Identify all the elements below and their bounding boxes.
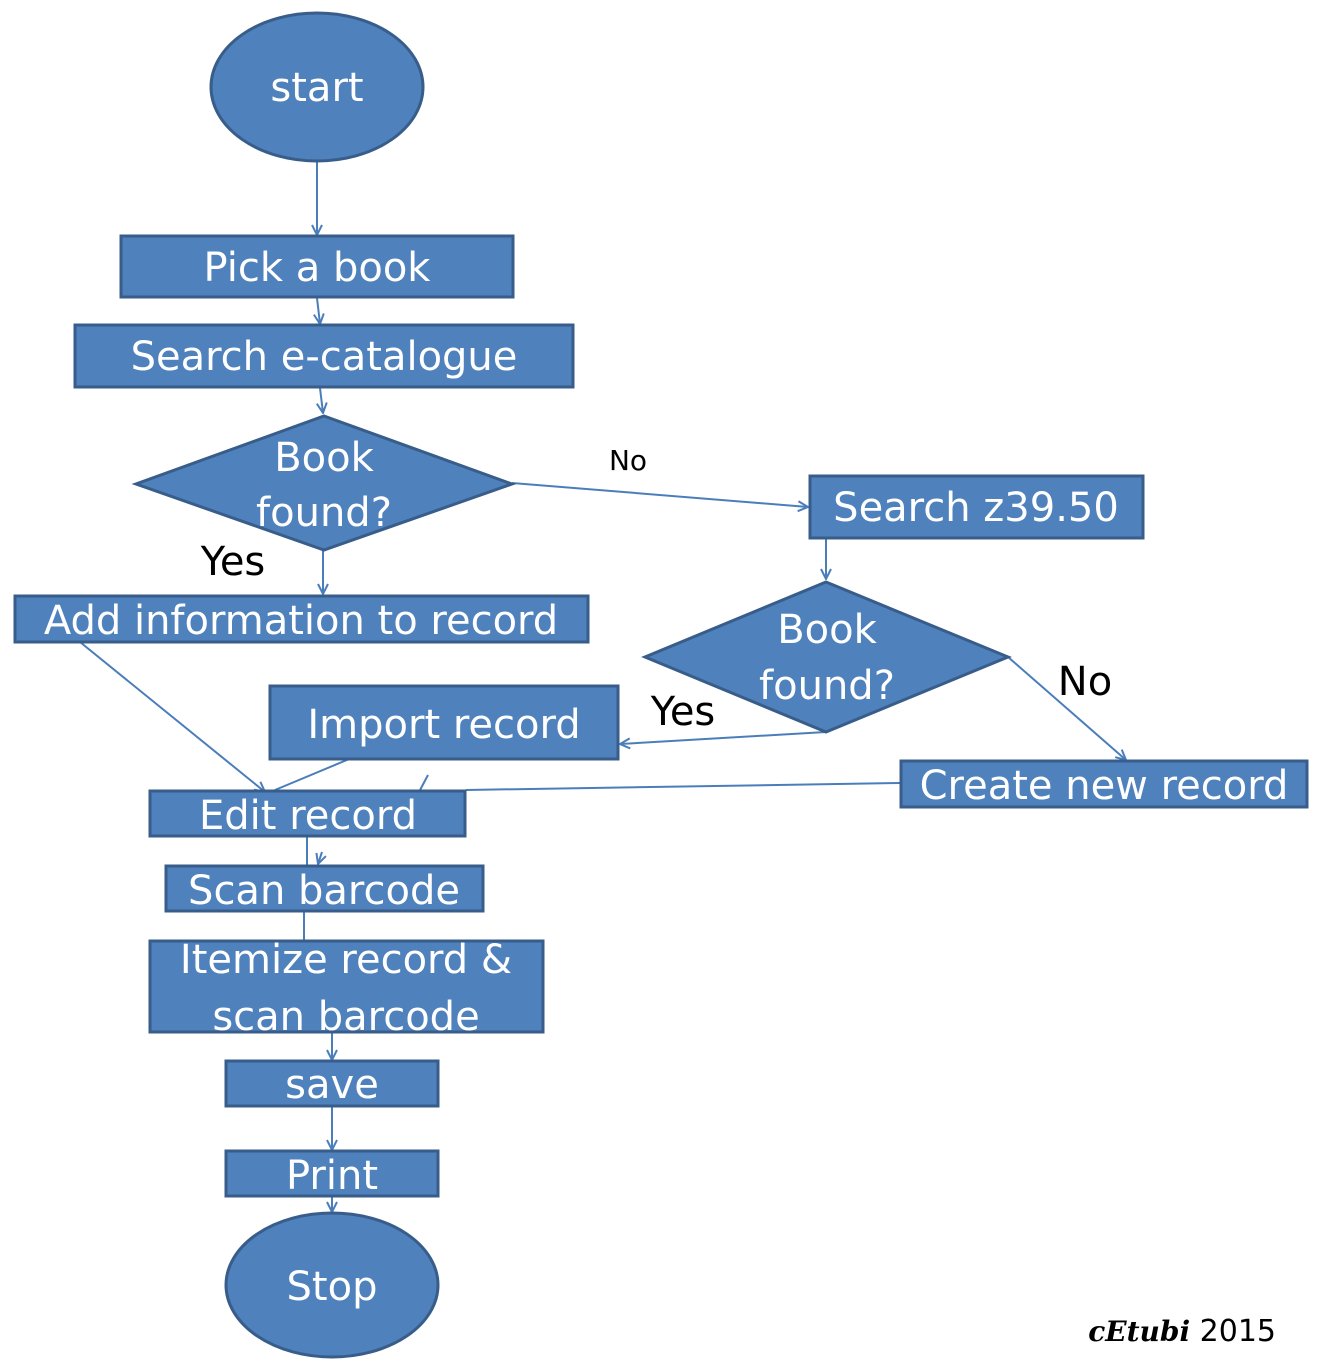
decision-2-no-label: No <box>1058 659 1112 705</box>
scan-barcode-process <box>164 864 485 913</box>
search-ecatalogue-label: Search e-catalogue <box>131 334 518 380</box>
print-label: Print <box>286 1153 378 1199</box>
save-process <box>224 1059 440 1108</box>
search-z3950-label: Search z39.50 <box>833 485 1119 531</box>
connector-pick-search <box>317 297 320 324</box>
itemize-label-line2: scan barcode <box>212 994 479 1040</box>
pick-book-label: Pick a book <box>204 245 432 291</box>
itemize-record-process <box>148 939 545 1034</box>
connector-add-edit <box>79 641 265 792</box>
scan-barcode-label: Scan barcode <box>188 868 460 914</box>
connector-mark-c <box>318 851 322 864</box>
decision-1-label-line2: found? <box>256 490 392 536</box>
decision-2-label-line1: Book <box>777 607 877 653</box>
create-new-record-process <box>899 759 1309 809</box>
start-label: start <box>270 65 363 111</box>
decision-book-found-2 <box>641 580 1012 734</box>
decision-1-no-label: No <box>609 444 647 477</box>
connector-import-edit <box>274 756 355 791</box>
stop-label: Stop <box>287 1264 378 1310</box>
decision-1-label-line1: Book <box>274 435 374 481</box>
edit-record-process <box>148 789 467 838</box>
itemize-label-line1: Itemize record & <box>180 937 512 983</box>
add-information-process <box>13 594 590 644</box>
decision-book-found-1 <box>131 414 517 552</box>
import-record-label: Import record <box>307 702 580 748</box>
connector-mark-a <box>418 774 429 793</box>
stop-terminal <box>224 1211 440 1359</box>
credit-year: 2015 <box>1199 1314 1276 1349</box>
search-z3950-process <box>808 474 1145 540</box>
connector-create-edit <box>465 782 901 791</box>
save-label: save <box>285 1062 379 1108</box>
search-ecatalogue-process <box>73 323 575 389</box>
start-terminal <box>209 11 425 163</box>
decision-2-yes-label: Yes <box>650 689 716 735</box>
connector-decision2-no <box>1007 656 1126 760</box>
print-process <box>224 1149 440 1198</box>
edit-record-label: Edit record <box>199 793 417 839</box>
author-signature: cEtubi <box>1088 1315 1191 1348</box>
credit: cEtubi 2015 <box>1088 1314 1276 1349</box>
import-record-process <box>268 684 620 761</box>
add-information-label: Add information to record <box>44 598 558 644</box>
pick-book-process <box>119 234 515 299</box>
create-new-record-label: Create new record <box>920 763 1289 809</box>
connector-decision2-yes <box>620 731 827 744</box>
connector-search-decision1 <box>320 387 323 413</box>
decision-1-yes-label: Yes <box>200 539 266 585</box>
connector-decision1-no <box>511 482 808 507</box>
decision-2-label-line2: found? <box>759 663 895 709</box>
